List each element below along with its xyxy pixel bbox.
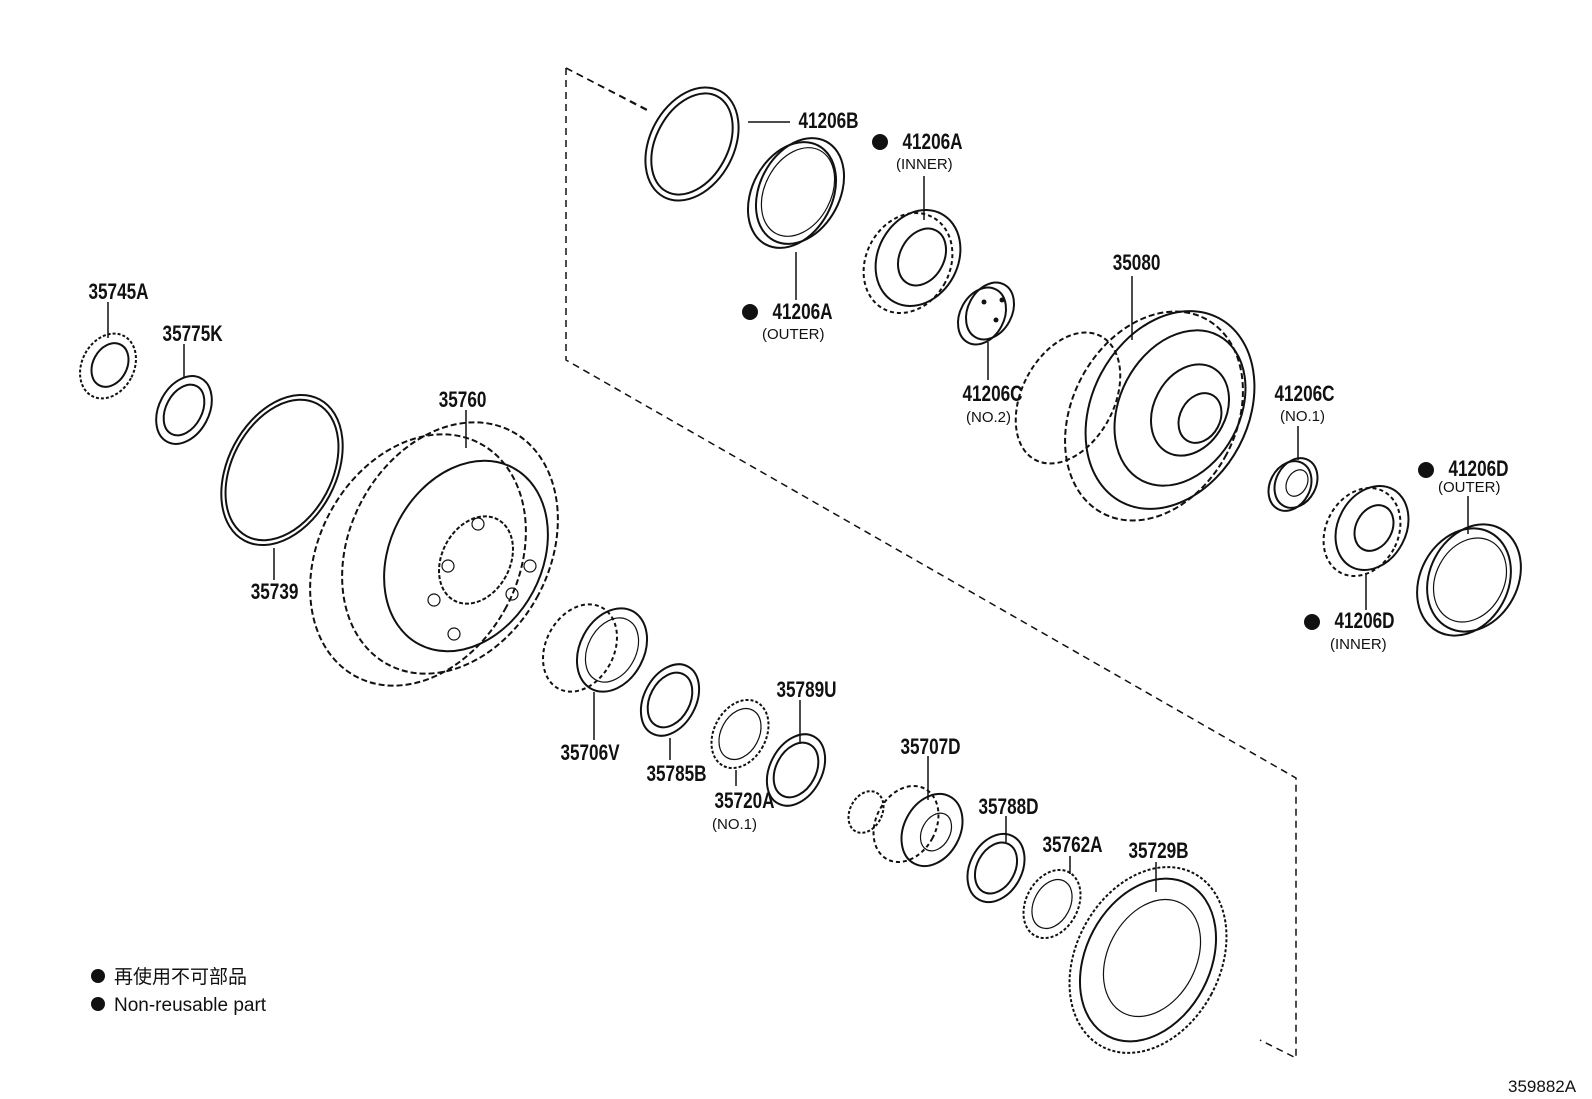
sublabel-41206C-no1: (NO.1) (1280, 408, 1325, 425)
nonreusable-marker-41206A-outer (742, 304, 758, 320)
part-41206B-ring[interactable] (627, 71, 758, 216)
label-35720A: 35720A (714, 789, 774, 814)
legend-marker-en (91, 997, 105, 1011)
part-35789U-washer[interactable] (755, 724, 837, 816)
figure-reference: 359882A (1508, 1077, 1577, 1096)
part-35739-snap-ring[interactable] (197, 374, 367, 566)
part-35762A-thrust-bearing[interactable] (1012, 860, 1092, 948)
label-41206D-inner: 41206D (1334, 609, 1394, 634)
label-35775K: 35775K (163, 322, 224, 347)
part-35729B-plate[interactable] (1038, 840, 1257, 1081)
sublabel-41206A-inner: (INNER) (896, 156, 953, 173)
part-41206D-outer-race[interactable] (1399, 508, 1539, 652)
nonreusable-marker-41206D-outer (1418, 462, 1434, 478)
part-35788D-washer[interactable] (956, 824, 1036, 912)
part-41206A-inner-bearing[interactable] (847, 195, 977, 329)
label-35788D: 35788D (978, 795, 1038, 820)
label-35706V: 35706V (560, 741, 620, 766)
part-41206C-no1-bearing[interactable] (1260, 451, 1326, 519)
label-41206A-inner: 41206A (902, 130, 962, 155)
part-35785B-washer[interactable] (629, 654, 711, 746)
label-35707D: 35707D (900, 735, 960, 760)
label-41206A-outer: 41206A (772, 300, 832, 325)
part-35775K-washer[interactable] (145, 366, 223, 453)
part-35706V-bearing[interactable] (528, 591, 661, 704)
label-41206D-outer: 41206D (1448, 457, 1508, 482)
label-35739: 35739 (251, 580, 299, 605)
legend-text-en: Non-reusable part (114, 995, 267, 1016)
subassembly-boundary-outline (565, 67, 1297, 1060)
label-35785B: 35785B (646, 762, 706, 787)
part-41206A-outer-race[interactable] (730, 123, 861, 263)
part-35707D-gear[interactable] (842, 775, 975, 877)
label-41206C-no1: 41206C (1274, 382, 1334, 407)
sublabel-41206D-outer: (OUTER) (1438, 479, 1501, 496)
sublabel-41206D-inner: (INNER) (1330, 636, 1387, 653)
part-41206D-inner-bearing[interactable] (1309, 473, 1423, 589)
label-41206B: 41206B (798, 109, 858, 134)
label-41206C-no2: 41206C (962, 382, 1022, 407)
nonreusable-marker-41206D-inner (1304, 614, 1320, 630)
sublabel-41206A-outer: (OUTER) (762, 326, 825, 343)
leader-lines (107, 121, 1469, 892)
part-35745A-thrust-bearing[interactable] (69, 324, 147, 408)
label-35789U: 35789U (776, 678, 836, 703)
label-35729B: 35729B (1128, 839, 1188, 864)
label-35745A: 35745A (88, 280, 148, 305)
part-35080-gear[interactable] (995, 280, 1288, 551)
label-35762A: 35762A (1042, 833, 1102, 858)
part-35720A-thrust-bearing[interactable] (700, 690, 780, 778)
part-35760-carrier[interactable] (268, 385, 601, 724)
sublabel-35720A: (NO.1) (712, 816, 757, 833)
legend-text-jp: 再使用不可部品 (114, 966, 247, 988)
legend-marker-jp (91, 969, 105, 983)
label-35080: 35080 (1113, 251, 1161, 276)
part-41206C-no2-plug[interactable] (948, 274, 1023, 353)
legend: 再使用不可部品 Non-reusable part (91, 966, 267, 1016)
nonreusable-marker-41206A-inner (872, 134, 888, 150)
label-35760: 35760 (439, 388, 487, 413)
sublabel-41206C-no2: (NO.2) (966, 409, 1011, 426)
